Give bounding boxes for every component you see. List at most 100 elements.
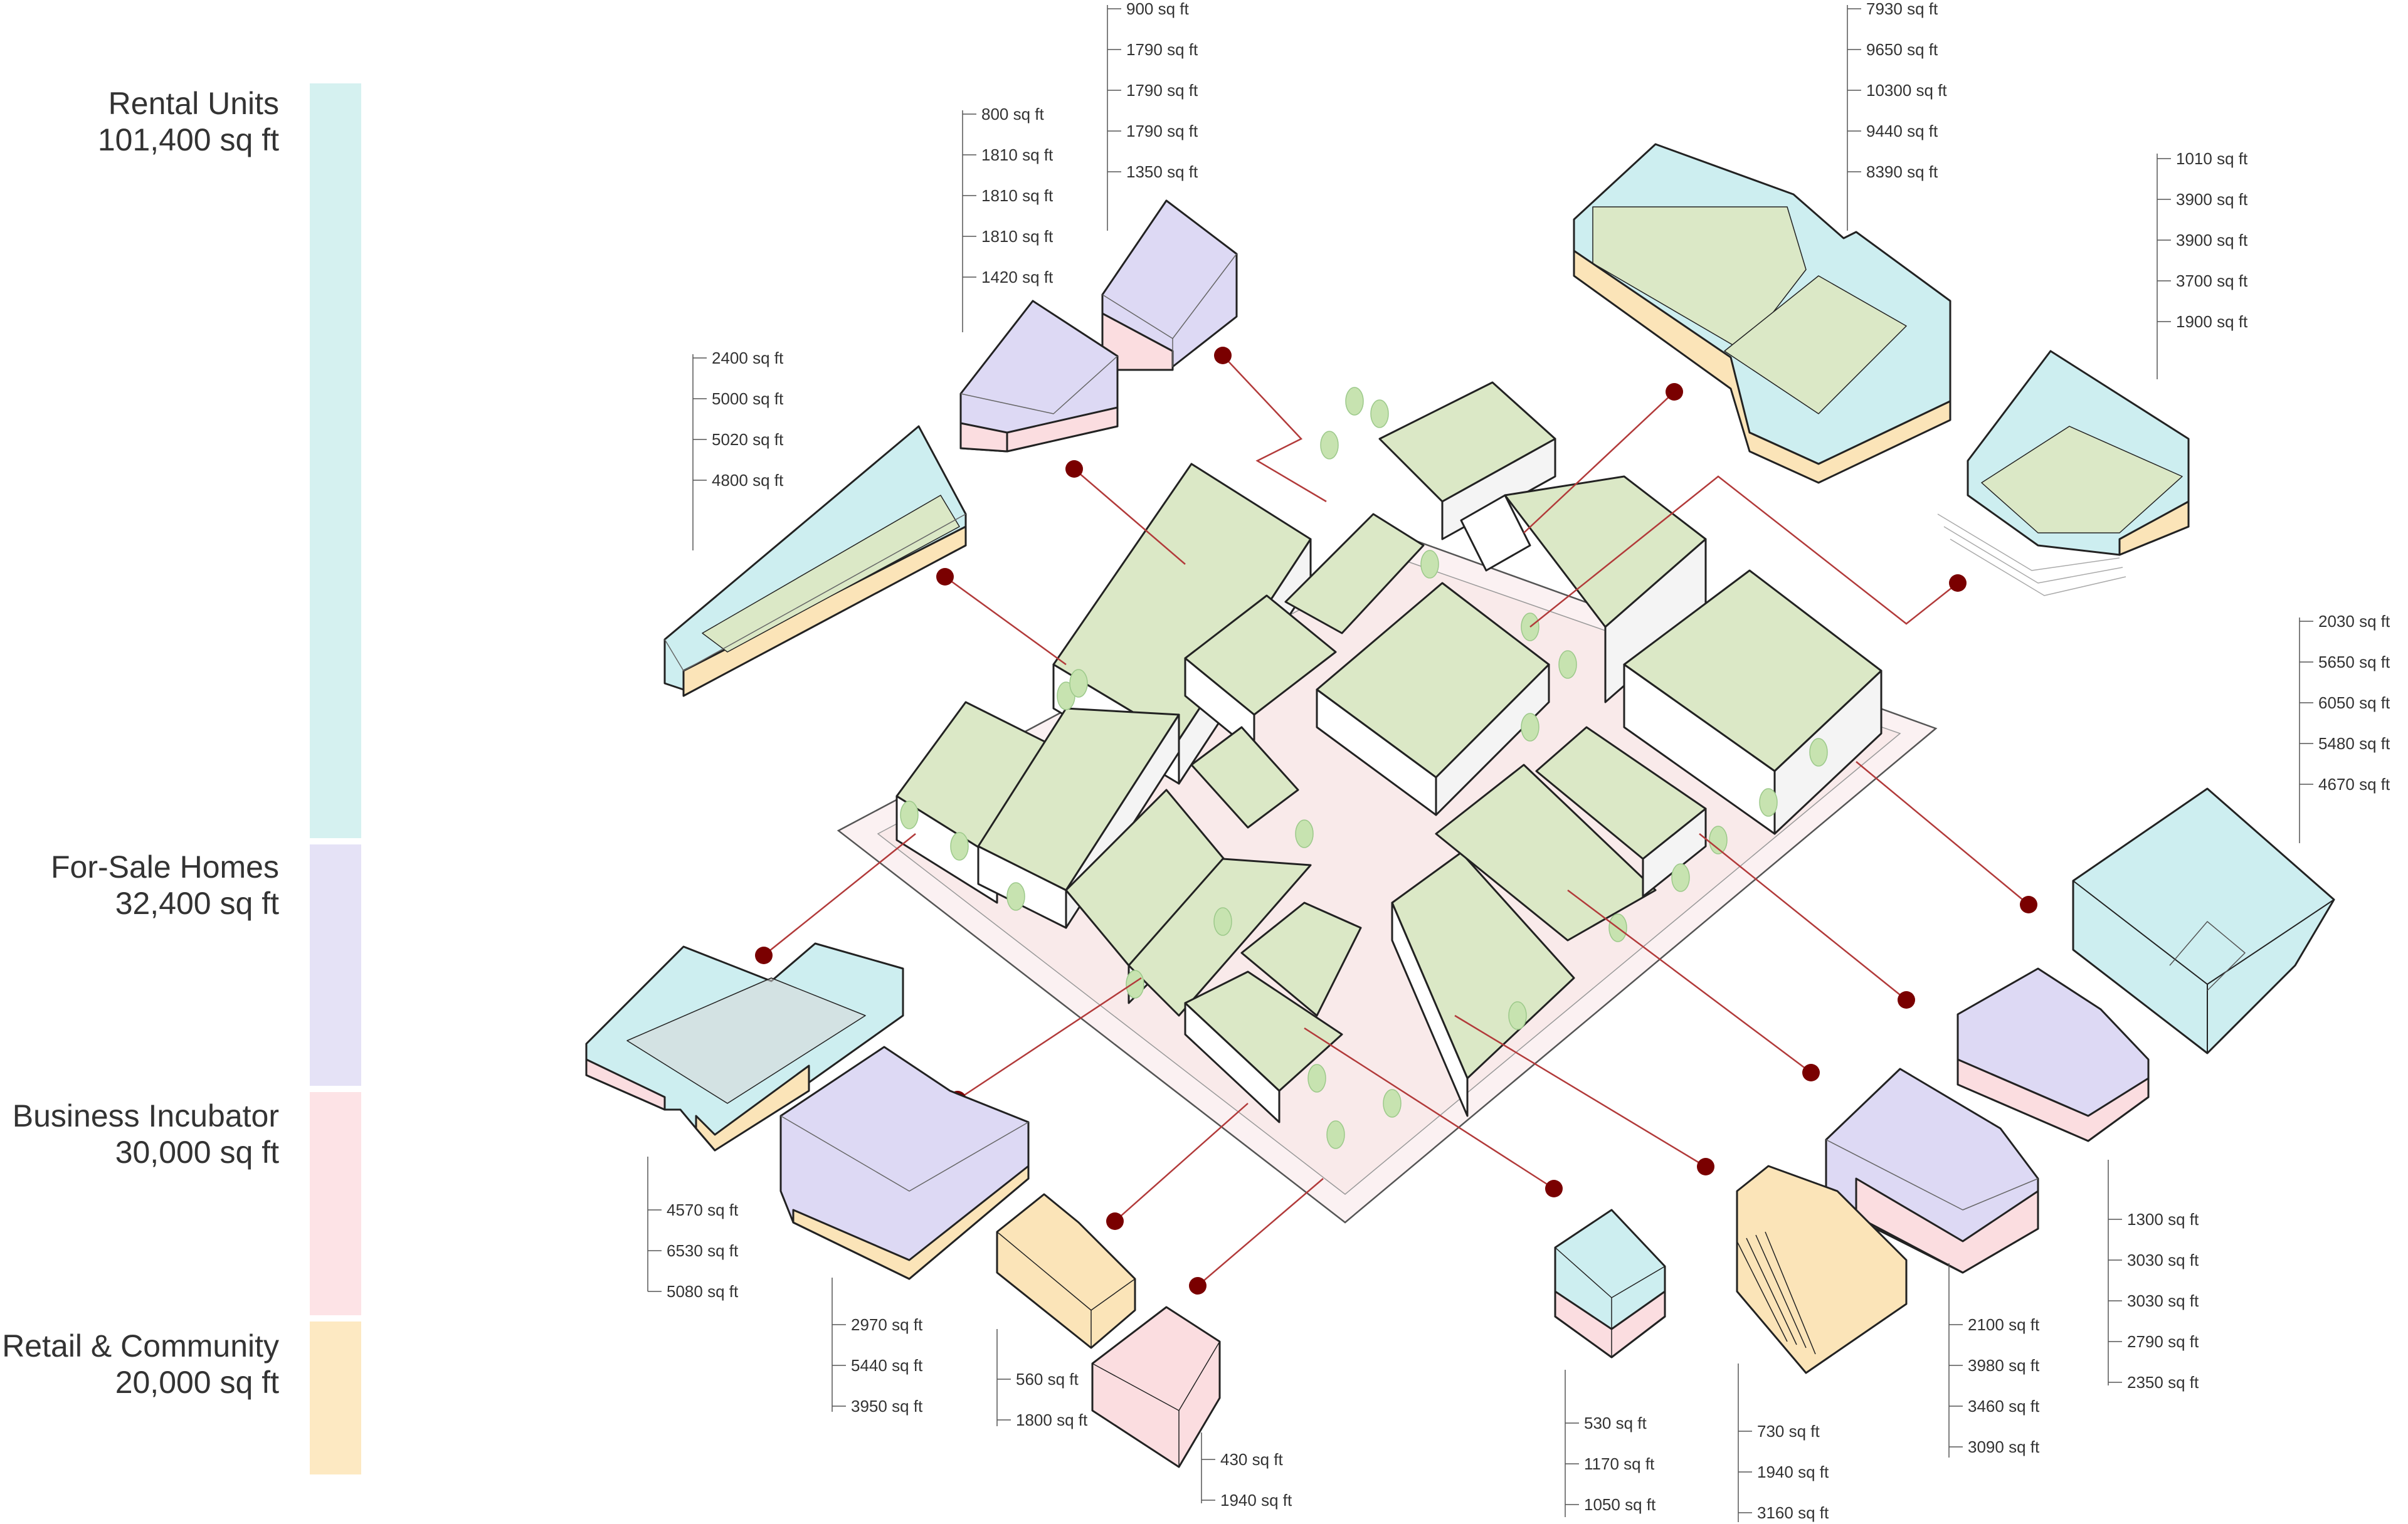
exploded-building-b5 — [1937, 350, 2190, 596]
exploded-building-b12 — [996, 1193, 1136, 1349]
area-label: 4670 sq ft — [2318, 775, 2390, 794]
central-buildings — [895, 381, 1883, 1123]
tree — [950, 832, 969, 861]
tree — [1521, 713, 1539, 742]
building-block — [1642, 807, 1707, 898]
area-label: 1790 sq ft — [1126, 122, 1198, 140]
legend-label-incubator: Business Incubator 30,000 sq ft — [13, 1098, 279, 1170]
area-label: 1420 sq ft — [981, 268, 1054, 286]
tree — [1069, 669, 1088, 698]
area-label: 9440 sq ft — [1866, 122, 1938, 140]
tree — [1759, 788, 1778, 817]
building-block — [1127, 858, 1312, 1017]
tree — [900, 801, 919, 829]
area-label: 5650 sq ft — [2318, 653, 2390, 671]
tree — [1420, 550, 1439, 579]
tree — [1213, 907, 1232, 936]
callout-marker — [755, 947, 773, 964]
exploded-building-b14 — [585, 942, 904, 1152]
trees — [900, 387, 1828, 1149]
area-label: 5020 sq ft — [712, 430, 784, 449]
area-label: 3160 sq ft — [1757, 1503, 1829, 1522]
tree — [1508, 1001, 1527, 1030]
area-label: 2790 sq ft — [2127, 1332, 2199, 1351]
exploded-building-b6 — [2072, 787, 2335, 1054]
building-block — [1184, 1002, 1281, 1123]
leader-lines — [763, 355, 2029, 1286]
exploded-building-b11 — [1091, 1306, 1221, 1468]
callout-marker — [1545, 1180, 1563, 1197]
tree — [1326, 1120, 1345, 1149]
callout-marker — [2020, 896, 2037, 913]
area-label: 1790 sq ft — [1126, 40, 1198, 59]
area-label: 1810 sq ft — [981, 186, 1054, 205]
area-label: 1810 sq ft — [981, 145, 1054, 164]
site-plan — [837, 381, 1938, 1224]
building-block — [1391, 901, 1469, 1117]
area-label: 900 sq ft — [1126, 0, 1190, 18]
area-label: 1300 sq ft — [2127, 1210, 2199, 1229]
area-label: 2970 sq ft — [851, 1315, 923, 1334]
tree — [1307, 1064, 1326, 1093]
exploded-building-b13 — [779, 1046, 1030, 1280]
tree — [1370, 399, 1389, 428]
area-label: 3900 sq ft — [2176, 231, 2248, 250]
leader-line — [763, 833, 916, 956]
leader-line — [1699, 833, 1907, 1001]
callout-marker — [1666, 383, 1683, 401]
area-label: 1940 sq ft — [1220, 1491, 1292, 1510]
legend-band-forsale — [310, 844, 361, 1086]
building-block — [1284, 513, 1425, 634]
callout-marker — [1065, 460, 1083, 478]
leader-line — [1304, 1027, 1555, 1190]
legend-label-forsale: For-Sale Homes 32,400 sq ft — [51, 849, 279, 922]
exploded-building-b1 — [1101, 199, 1238, 371]
tree — [1006, 882, 1025, 911]
callout-marker — [1189, 1277, 1207, 1295]
area-label: 1170 sq ft — [1584, 1454, 1655, 1473]
exploded-building-b3 — [663, 425, 967, 697]
area-label: 3950 sq ft — [851, 1397, 923, 1416]
area-label: 8390 sq ft — [1866, 162, 1938, 181]
area-label: 2400 sq ft — [712, 349, 784, 367]
leader-line — [1197, 1178, 1324, 1286]
callout-markers — [755, 347, 2037, 1295]
area-label: 3980 sq ft — [1968, 1356, 2040, 1375]
tree — [1809, 738, 1828, 767]
exploded-building-b2 — [959, 300, 1119, 453]
tree — [1295, 819, 1314, 848]
leader-line — [1523, 391, 1675, 533]
area-label: 560 sq ft — [1016, 1370, 1079, 1389]
exploded-building-b7 — [1956, 967, 2150, 1142]
legend-band-rental — [310, 83, 361, 838]
tree — [1709, 826, 1728, 854]
leader-line — [944, 575, 1067, 666]
tree — [1558, 650, 1577, 679]
area-label: 2350 sq ft — [2127, 1373, 2199, 1392]
legend-band-retail — [310, 1322, 361, 1474]
area-label: 3030 sq ft — [2127, 1291, 2199, 1310]
exploded-building-b4 — [1573, 143, 1951, 484]
legend-label-rental: Rental Units 101,400 sq ft — [98, 85, 279, 158]
area-label: 800 sq ft — [981, 105, 1045, 123]
area-label: 5000 sq ft — [712, 389, 784, 408]
legend-name: For-Sale Homes — [51, 849, 279, 885]
leader-line — [1222, 355, 1327, 503]
area-label: 1790 sq ft — [1126, 81, 1198, 100]
tree — [1345, 387, 1364, 416]
area-label: 3090 sq ft — [1968, 1437, 2040, 1456]
callout-marker — [1106, 1212, 1124, 1230]
leader-line — [1074, 468, 1186, 565]
area-label: 3030 sq ft — [2127, 1251, 2199, 1269]
callout-marker — [1949, 574, 1967, 592]
area-label: 1800 sq ft — [1016, 1411, 1088, 1429]
leader-line — [1114, 1103, 1249, 1222]
tree — [1320, 431, 1339, 460]
area-label: 5480 sq ft — [2318, 734, 2390, 753]
area-label: 6530 sq ft — [667, 1241, 739, 1260]
area-label: 3460 sq ft — [1968, 1397, 2040, 1416]
legend-area: 30,000 sq ft — [115, 1135, 279, 1170]
area-label: 4800 sq ft — [712, 471, 784, 490]
